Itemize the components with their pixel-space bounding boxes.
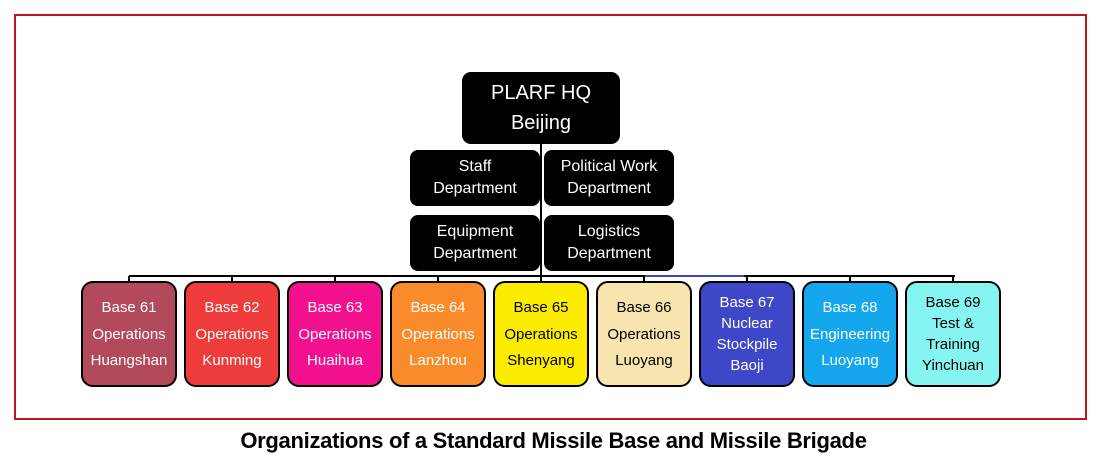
base-label-line: Lanzhou: [409, 351, 467, 369]
political-dept-line1: Political Work: [560, 158, 658, 176]
base-label-line: Base 62: [204, 299, 260, 317]
hq-location: Beijing: [510, 112, 572, 134]
base-label-line: Operations: [401, 325, 475, 343]
base-label-line: Huaihua: [307, 351, 363, 369]
base-label-line: Baoji: [730, 357, 764, 374]
base-label-line: Luoyang: [615, 351, 673, 369]
base-label-line: Luoyang: [821, 351, 879, 369]
base-label-line: Base 66: [616, 299, 672, 317]
base-label-line: Shenyang: [507, 351, 575, 369]
hq-box: PLARF HQ Beijing: [462, 72, 620, 144]
base-label-line: Kunming: [202, 351, 262, 369]
base-label-line: Base 65: [513, 299, 569, 317]
staff-department-box: Staff Department: [410, 150, 540, 206]
logistics-dept-line1: Logistics: [577, 223, 641, 241]
logistics-department-box: Logistics Department: [544, 215, 674, 271]
base-label-line: Huangshan: [90, 351, 168, 369]
base-label-line: Stockpile: [716, 336, 778, 353]
base-label-line: Yinchuan: [922, 357, 984, 374]
equipment-dept-line2: Department: [433, 245, 517, 262]
hq-name: PLARF HQ: [490, 82, 592, 104]
equipment-dept-line1: Equipment: [436, 223, 514, 241]
political-work-department-box: Political Work Department: [544, 150, 674, 206]
staff-dept-line2: Department: [433, 180, 517, 197]
logistics-dept-line2: Department: [567, 245, 651, 262]
base-label-line: Test &: [932, 315, 974, 332]
diagram-caption: Organizations of a Standard Missile Base…: [240, 428, 867, 453]
staff-dept-line1: Staff: [458, 158, 492, 176]
base-label-line: Engineering: [809, 325, 891, 343]
base-label-line: Nuclear: [721, 315, 773, 332]
base-label-line: Base 68: [822, 299, 878, 317]
political-dept-line2: Department: [567, 180, 651, 197]
base-label-line: Operations: [92, 325, 166, 343]
base-label-line: Training: [926, 336, 980, 353]
diagram-frame: [14, 14, 1087, 420]
base-label-line: Operations: [195, 325, 269, 343]
base-label-line: Base 61: [101, 299, 157, 317]
base-label-line: Operations: [504, 325, 578, 343]
base-label-line: Operations: [298, 325, 372, 343]
base-label-line: Base 67: [719, 294, 775, 311]
base-label-line: Base 64: [410, 299, 466, 317]
equipment-department-box: Equipment Department: [410, 215, 540, 271]
base-label-line: Operations: [607, 325, 681, 343]
base-label-line: Base 69: [925, 294, 981, 311]
base-label-line: Base 63: [307, 299, 363, 317]
